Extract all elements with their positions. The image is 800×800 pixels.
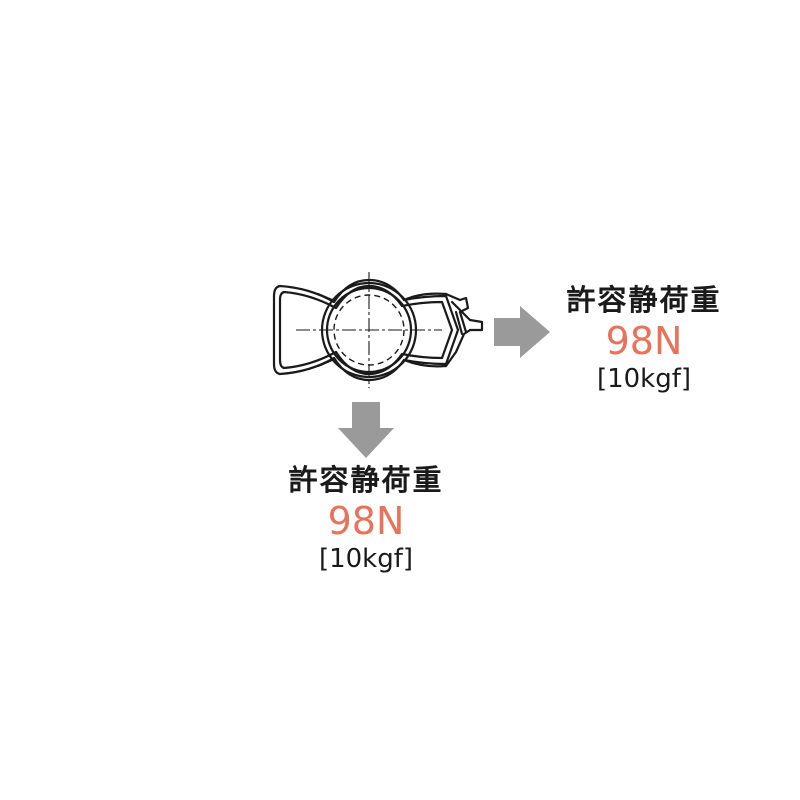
- vertical-load-title: 許容静荷重: [288, 463, 444, 497]
- vertical-load-kgf: [10kgf]: [318, 544, 414, 574]
- pipe-clip-drawing-icon: [272, 272, 484, 388]
- vertical-load-value: 98N: [327, 499, 405, 543]
- horizontal-load-kgf: [10kgf]: [596, 364, 692, 394]
- horizontal-load-value: 98N: [605, 319, 683, 363]
- arrow-down-icon: [338, 402, 394, 458]
- arrow-right-icon: [494, 306, 550, 358]
- horizontal-load-label: 許容静荷重 98N [10kgf]: [544, 283, 744, 394]
- vertical-load-label: 許容静荷重 98N [10kgf]: [266, 463, 466, 574]
- horizontal-load-title: 許容静荷重: [566, 283, 722, 317]
